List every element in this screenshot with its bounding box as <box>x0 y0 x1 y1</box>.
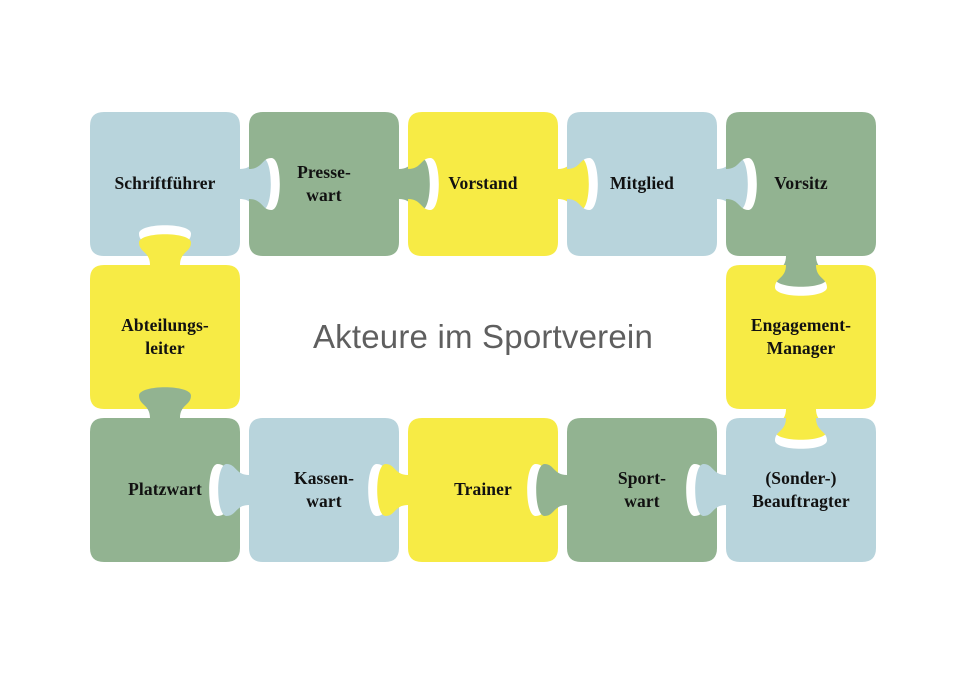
puzzle-piece-engagement-manager[interactable] <box>726 265 876 440</box>
puzzle-piece-vorstand[interactable] <box>408 112 589 256</box>
puzzle-piece-trainer[interactable] <box>377 418 558 562</box>
puzzle-piece-sportwart[interactable] <box>536 418 717 562</box>
puzzle-piece-vorsitz[interactable] <box>726 112 876 287</box>
puzzle-piece-platzwart[interactable] <box>90 387 240 562</box>
puzzle-piece-kassenwart[interactable] <box>218 418 399 562</box>
puzzle-piece-schriftfuehrer[interactable] <box>90 112 271 256</box>
diagram-title: Akteure im Sportverein <box>312 318 654 355</box>
puzzle-piece-sonderbeauftragter[interactable] <box>695 418 876 562</box>
puzzle-piece-mitglied[interactable] <box>567 112 748 256</box>
piece-fill-layer <box>90 112 876 562</box>
puzzle-piece-abteilungsleiter[interactable] <box>90 234 240 409</box>
puzzle-piece-pressewart[interactable] <box>249 112 430 256</box>
